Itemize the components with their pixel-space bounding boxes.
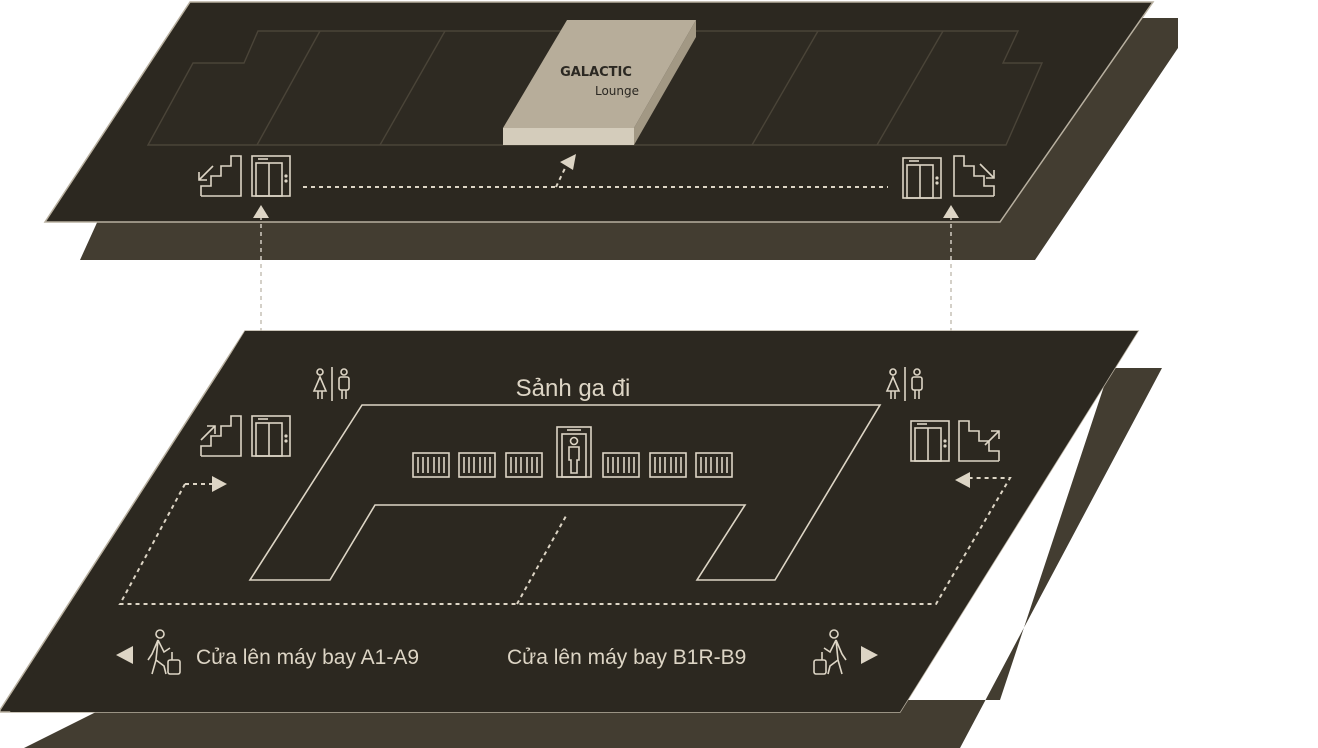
upper-floor: GALACTIC Lounge [43,1,1178,260]
arrow-right-icon [212,476,227,492]
gate-right-arrow-icon[interactable] [861,646,878,664]
lower-left-stairs-up-icon [200,415,242,457]
upper-right-stairs-down-icon [953,155,995,197]
lounge-name: Lounge [595,84,639,98]
arrow-left-icon [955,472,970,488]
gate-right-label[interactable]: Cửa lên máy bay B1R-B9 [507,646,746,669]
galactic-lounge[interactable]: GALACTIC Lounge [503,20,696,145]
gate-left-arrow-icon[interactable] [116,646,133,664]
walking-path [118,477,1012,605]
upper-left-stairs-down-icon [198,155,242,197]
lounge-brand: GALACTIC [560,65,632,80]
lower-right-stairs-up-icon [958,420,1000,462]
security-gate-icon [556,426,592,478]
lower-floor: Sảnh ga đi [0,330,1162,748]
left-corridor [248,404,882,581]
lounge-entry-arrow-icon [560,154,576,170]
departure-hall-label: Sảnh ga đi [516,375,631,402]
security-path [516,515,567,605]
gate-left-label[interactable]: Cửa lên máy bay A1-A9 [196,646,419,669]
